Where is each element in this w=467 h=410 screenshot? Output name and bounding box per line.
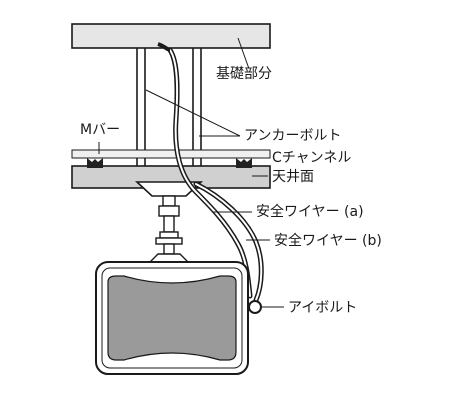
leader-lines [98,37,284,308]
mounting-bracket [134,181,204,197]
anchor-bolts [136,48,202,182]
eye-bolt [248,300,262,314]
m-bar-right [236,158,252,168]
ceiling-band [71,149,271,159]
label-anchor-bolt: アンカーボルト [244,128,341,144]
label-ceiling-surface: 天井面 [272,169,314,185]
speaker-inner-frame [101,267,243,369]
label-safety-wire-a: 安全ワイヤー (a) [256,203,364,220]
label-safety-wire-b: 安全ワイヤー (b) [274,232,382,249]
label-m-bar: Mバー [80,122,120,138]
safety-wire-b [157,42,171,52]
label-eye-bolt: アイボルト [288,300,357,316]
hanging-rod [148,195,190,263]
foundation-slab [71,23,271,49]
speaker-grille [107,275,237,361]
label-foundation: 基礎部分 [216,65,272,82]
m-bar-left [87,158,103,168]
label-c-channel: Cチャンネル [272,150,351,166]
